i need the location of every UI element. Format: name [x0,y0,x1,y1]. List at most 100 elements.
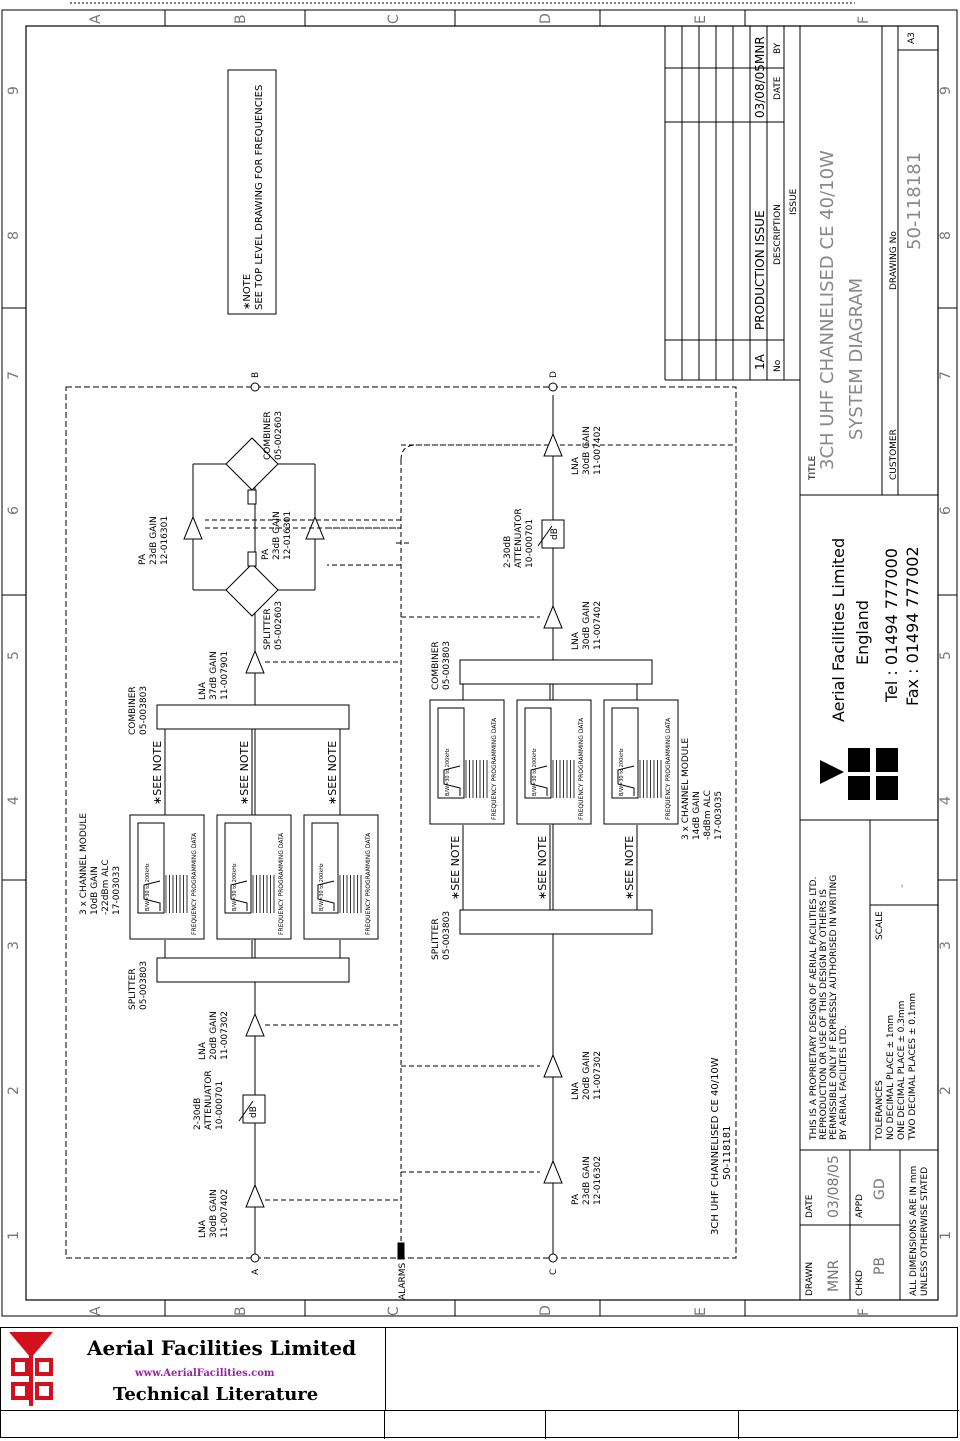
title-block [664,26,938,1300]
frame-caption-line2: 50-118181 [722,1125,733,1180]
footer-bottom-row [1,1410,959,1439]
downlink-lna1-label-line3: 11-007302 [593,1051,603,1100]
port-d-label: D [549,371,559,378]
uplink-lna1-label-line2: 30dB GAIN [209,1189,219,1238]
afl-red-logo-icon [9,1332,53,1406]
downlink-lna3-label-line1: LNA [571,456,581,475]
customer-label: CUSTOMER [889,429,899,480]
uplink-pa-a-label-line3: 12-016301 [160,516,170,565]
uplink-combiner2-label-line1: COMBINER [263,411,273,460]
uplink-lna2-amp [245,1012,265,1037]
grid-number-right: 5 [938,651,954,660]
downlink-combiner-label-line2: 05-003803 [442,641,452,690]
appd-label: APPD [855,1194,865,1218]
grid-number-right: 8 [938,231,954,240]
grid-letter-top: C [386,14,402,24]
uplink-attenuator-arrow [238,1100,254,1122]
rev-by: MNR [753,36,767,64]
port-c [548,1253,558,1263]
port-c-label: C [549,1269,559,1275]
downlink-module-1-filter-label: B/W=30 to 200kHz [445,748,451,796]
downlink-channel-module-3-filter [611,707,639,799]
uplink-lna2-label-line1: LNA [198,1041,208,1060]
sheet-inner-border [25,25,939,1301]
uplink-channel-module-2-filter [224,822,252,914]
copyright-line3: PERMISSIBLE ONLY IF EXPRESSLY AUTHORISED… [829,875,839,1140]
sheet-outer-border [1,9,958,1317]
downlink-attenuator [541,519,565,549]
grid-number-right: 9 [938,86,954,95]
downlink-combiner-label-line1: COMBINER [431,641,441,690]
footer-logo-cell: Aerial Facilities Limited www.AerialFaci… [1,1328,386,1410]
port-b [250,382,260,392]
downlink-module-3-freq-data: FREQUENCY PROGRAMMING DATA [665,717,672,820]
downlink-lna3-label-line2: 30dB GAIN [582,426,592,475]
grid-number-right: 6 [938,506,954,515]
footer-blank-cell [385,1328,959,1410]
downlink-pa-label-line3: 12-016302 [593,1156,603,1205]
grid-number-right: 7 [938,371,954,380]
title-label: TITLE [808,455,818,481]
uplink-attenuator-label-line1: 2-30dB [193,1098,203,1130]
uplink-channel-module-3-filter [311,822,339,914]
revision-table: 1A PRODUCTION ISSUE 03/08/05 MNR No DESC… [753,36,799,372]
copyright-line1: THIS IS A PROPRIETARY DESIGN OF AERIAL F… [809,877,819,1141]
grid-number-left: 7 [6,371,22,380]
grid-number-left: 8 [6,231,22,240]
downlink-pa-amp [543,1159,563,1184]
downlink-module-label-line1: 3 x CHANNEL MODULE [681,738,691,840]
drawn-label: DRAWN [805,1262,815,1296]
rev-date: 03/08/05 [753,64,767,118]
grid-letter-top: A [88,14,104,24]
copyright-line4: BY AERIAL FACILITES LTD. [839,1025,849,1140]
grid-number-left: 4 [6,796,22,805]
uplink-lna3-label-line2: 37dB GAIN [209,651,219,700]
afl-logo [820,748,898,800]
uplink-lna1-label-line1: LNA [198,1219,208,1238]
uplink-attenuator [242,1094,266,1124]
downlink-lna2-label-line3: 11-007402 [593,601,603,650]
uplink-splitter-label-line2: 05-003803 [139,961,149,1010]
uplink-pa-a-label-line1: PA [138,553,148,565]
downlink-splitter-label-line2: 05-003803 [442,911,452,960]
footer-company-name: Aerial Facilities Limited [87,1336,357,1360]
downlink-channel-module-1-filter-curve [443,765,461,796]
uplink-attenuator-label-line3: 10-000701 [215,1081,225,1130]
rev-header-date: DATE [773,76,783,100]
uplink-attenuator-label-line2: ATTENUATOR [204,1070,214,1130]
grid-letter-bottom: C [386,1306,402,1316]
uplink-pa-b-label-line3: 12-016301 [283,511,293,560]
downlink-channel-module-1-filter [437,707,465,799]
company-name: Aerial Facilities Limited [829,538,848,722]
rev-header-issue: ISSUE [789,188,799,215]
uplink-splitter2-label-line2: 05-002603 [274,601,284,650]
footer-cell-1 [1,1411,385,1439]
rev-description: PRODUCTION ISSUE [753,210,767,330]
title-block-text: TITLE 3CH UHF CHANNELISED CE 40/10W SYST… [805,32,930,1296]
downlink-channel-module-3-filter-curve [617,765,635,796]
uplink-module-label-line1: 3 x CHANNEL MODULE [79,813,89,915]
alarms-connector [397,1242,405,1260]
company-country: England [853,600,872,665]
uplink-channel-module-3-filter-curve [317,880,335,911]
scale-value: - [895,884,908,888]
tolerances-line1: NO DECIMAL PLACE ± 1mm [886,1015,896,1140]
footer-company-url[interactable]: www.AerialFacilities.com [135,1368,275,1379]
tolerances-line3: TWO DECIMAL PLACES ± 0.1mm [908,993,918,1141]
port-a [250,1253,260,1263]
downlink-lna3-label-line3: 11-007402 [593,426,603,475]
uplink-module-3-freq-data: FREQUENCY PROGRAMMING DATA [365,832,372,935]
downlink-attenuator-db: dB [550,528,560,540]
dims-line2: UNLESS OTHERWISE STATED [920,1167,930,1296]
downlink-combiner [459,659,653,685]
rev-header-description: DESCRIPTION [773,204,783,265]
downlink-lna1-amp [543,1053,563,1078]
appd-value: GD [872,1178,888,1200]
uplink-lna2-label-line2: 20dB GAIN [209,1011,219,1060]
frame-caption-line1: 3CH UHF CHANNELISED CE 40/10W [710,1057,721,1235]
uplink-module-label-line2: 10dB GAIN [90,866,100,915]
uplink-pa-b-label-line2: 23dB GAIN [272,511,282,560]
uplink-lna1-amp [245,1183,265,1208]
downlink-module-label-line4: 17-003035 [714,791,724,840]
uplink-see-note-1: ∗SEE NOTE [151,741,164,805]
